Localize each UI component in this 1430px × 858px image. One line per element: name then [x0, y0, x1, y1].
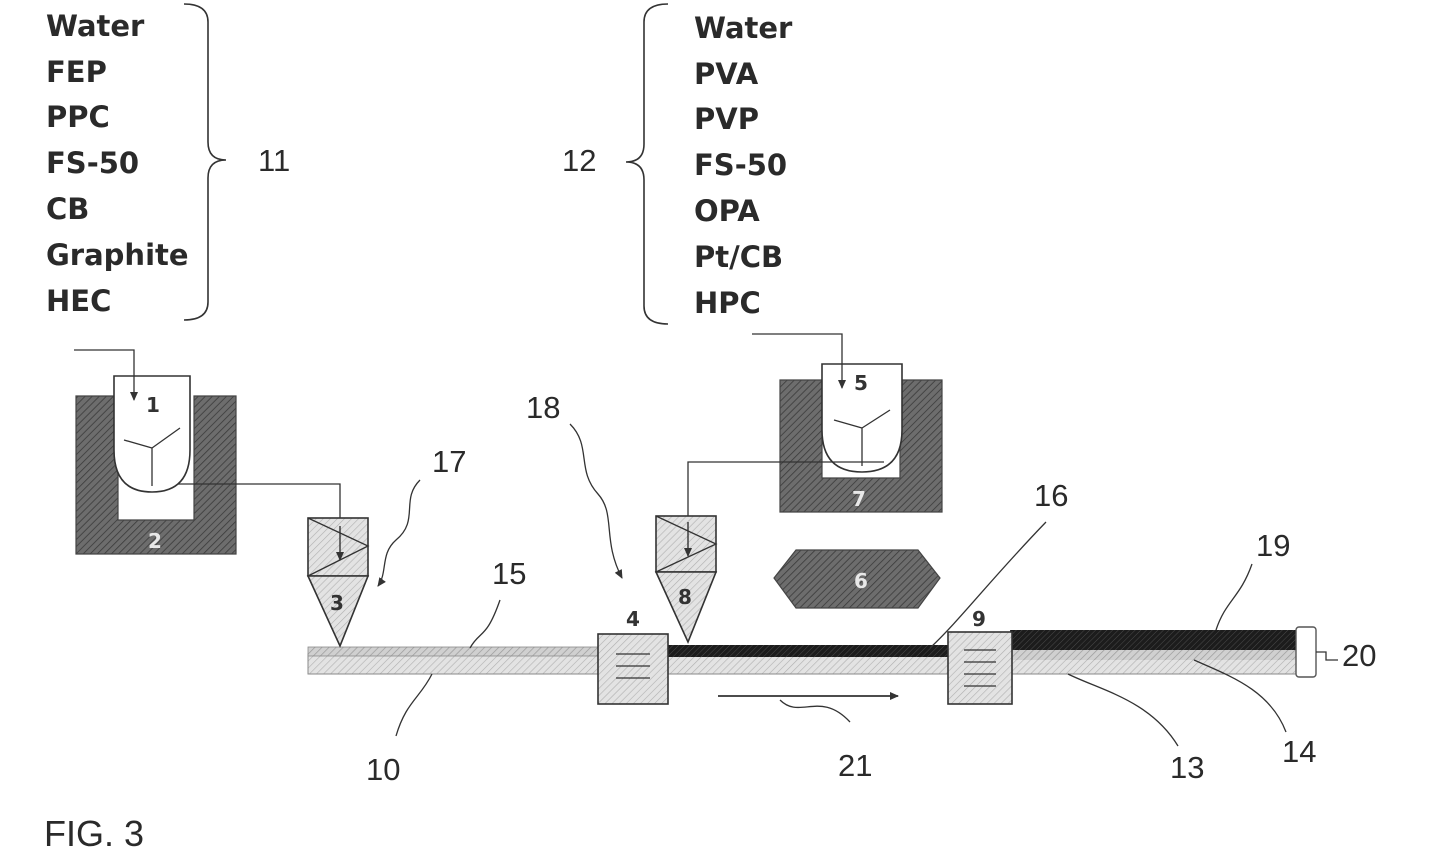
list-11-item: FEP	[46, 55, 107, 89]
ref-16-label: 16	[1034, 478, 1068, 513]
ref-10-label: 10	[366, 752, 400, 787]
list-11-item: Graphite	[46, 238, 189, 272]
label-8: 8	[678, 585, 692, 609]
layer-14	[1010, 650, 1302, 660]
material-list-12: Water PVA PVP FS-50 OPA Pt/CB HPC	[694, 11, 793, 320]
ref-14-label: 14	[1282, 734, 1316, 769]
list-11-item: HEC	[46, 284, 111, 318]
ref-21-label: 21	[838, 748, 872, 783]
material-list-11: Water FEP PPC FS-50 CB Graphite HEC	[46, 9, 189, 318]
list-12-item: PVA	[694, 57, 759, 91]
catalyst-layer-19	[1010, 630, 1302, 650]
list-12-item: Water	[694, 11, 793, 45]
figure-label: FIG. 3	[44, 813, 144, 854]
arrow-17	[378, 480, 420, 586]
leader-16	[930, 522, 1046, 648]
pump-8-body	[656, 516, 716, 572]
leader-15	[470, 600, 500, 648]
ref-19-label: 19	[1256, 528, 1290, 563]
list-12-item: PVP	[694, 102, 759, 136]
dryer-4	[598, 634, 668, 704]
ref-13-label: 13	[1170, 750, 1204, 785]
ref-17-label: 17	[432, 444, 466, 479]
ref-20-label: 20	[1342, 638, 1376, 673]
label-2: 2	[148, 529, 162, 553]
ref-11-label: 11	[258, 143, 290, 178]
label-3: 3	[330, 591, 344, 615]
label-4: 4	[626, 607, 640, 631]
list-11-item: PPC	[46, 100, 110, 134]
brace-12	[626, 4, 668, 324]
leader-20	[1316, 652, 1338, 660]
brace-11	[184, 4, 226, 320]
dryer-9	[948, 632, 1012, 704]
first-layer-15	[308, 647, 598, 656]
list-11-item: Water	[46, 9, 145, 43]
pump-3-body	[308, 518, 368, 576]
list-12-item: FS-50	[694, 148, 787, 182]
list-12-item: Pt/CB	[694, 240, 783, 274]
leader-13	[1068, 674, 1178, 746]
list-12-item: HPC	[694, 286, 761, 320]
arrow-18	[570, 424, 622, 578]
ref-18-label: 18	[526, 390, 560, 425]
label-7: 7	[852, 487, 866, 511]
list-11-item: CB	[46, 192, 89, 226]
list-11-item: FS-50	[46, 146, 139, 180]
leader-19	[1216, 564, 1252, 630]
ref-12-label: 12	[562, 143, 596, 178]
label-6: 6	[854, 569, 868, 593]
second-layer-16	[668, 645, 950, 657]
ref-15-label: 15	[492, 556, 526, 591]
leader-21	[780, 700, 850, 722]
label-5: 5	[854, 371, 868, 395]
roll-20	[1296, 627, 1316, 677]
label-1: 1	[146, 393, 160, 417]
list-12-item: OPA	[694, 194, 760, 228]
label-9: 9	[972, 607, 986, 631]
leader-10	[396, 674, 432, 736]
